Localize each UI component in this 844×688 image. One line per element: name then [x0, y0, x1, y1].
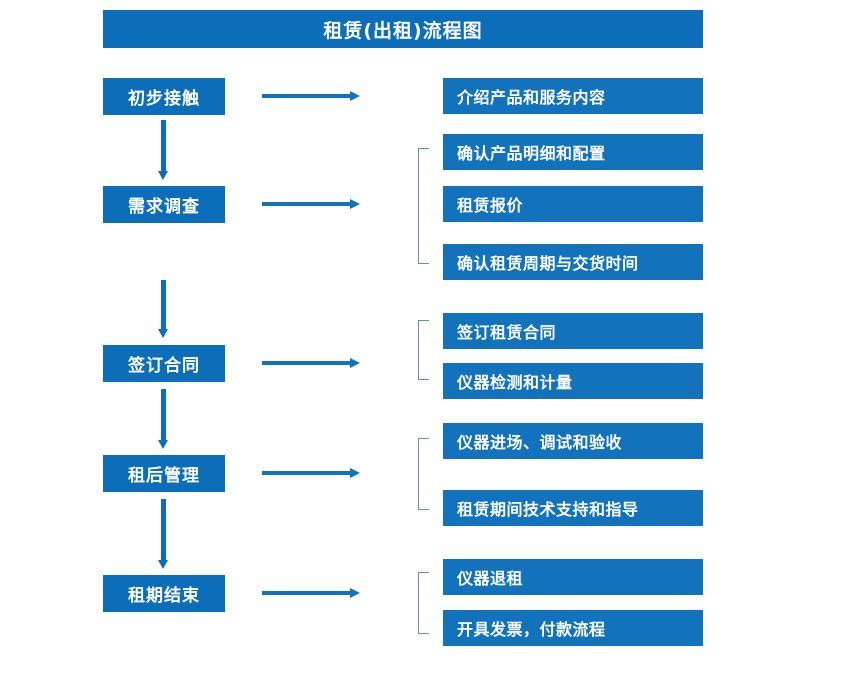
detail-box-5[interactable]: 签订租赁合同	[443, 313, 703, 349]
detail-box-10[interactable]: 开具发票，付款流程	[443, 610, 703, 646]
stage-box-1[interactable]: 初步接触	[103, 78, 225, 115]
stage-box-4[interactable]: 租后管理	[103, 455, 225, 492]
right-arrow-stage2	[262, 199, 360, 209]
right-arrow-stage1	[262, 91, 360, 101]
down-arrow-stage2-to-stage3	[158, 280, 168, 338]
detail-box-9[interactable]: 仪器退租	[443, 559, 703, 595]
detail-box-3[interactable]: 租赁报价	[443, 186, 703, 222]
group-bracket-3	[418, 320, 429, 380]
stage-box-2[interactable]: 需求调查	[103, 186, 225, 223]
right-arrow-stage5	[262, 588, 360, 598]
group-bracket-4	[418, 438, 429, 510]
page-title: 租赁(出租)流程图	[103, 10, 703, 48]
down-arrow-stage1-to-stage2	[158, 120, 168, 180]
right-arrow-stage4	[262, 468, 360, 478]
detail-box-6[interactable]: 仪器检测和计量	[443, 363, 703, 399]
down-arrow-stage3-to-stage4	[158, 389, 168, 449]
group-bracket-2	[418, 148, 429, 264]
detail-box-8[interactable]: 租赁期间技术支持和指导	[443, 490, 703, 526]
detail-box-2[interactable]: 确认产品明细和配置	[443, 134, 703, 170]
stage-box-5[interactable]: 租期结束	[103, 575, 225, 612]
right-arrow-stage3	[262, 358, 360, 368]
down-arrow-stage4-to-stage5	[158, 499, 168, 569]
detail-box-1[interactable]: 介绍产品和服务内容	[443, 78, 703, 114]
detail-box-7[interactable]: 仪器进场、调试和验收	[443, 423, 703, 459]
detail-box-4[interactable]: 确认租赁周期与交货时间	[443, 244, 703, 280]
stage-box-3[interactable]: 签订合同	[103, 345, 225, 382]
group-bracket-5	[418, 572, 429, 634]
